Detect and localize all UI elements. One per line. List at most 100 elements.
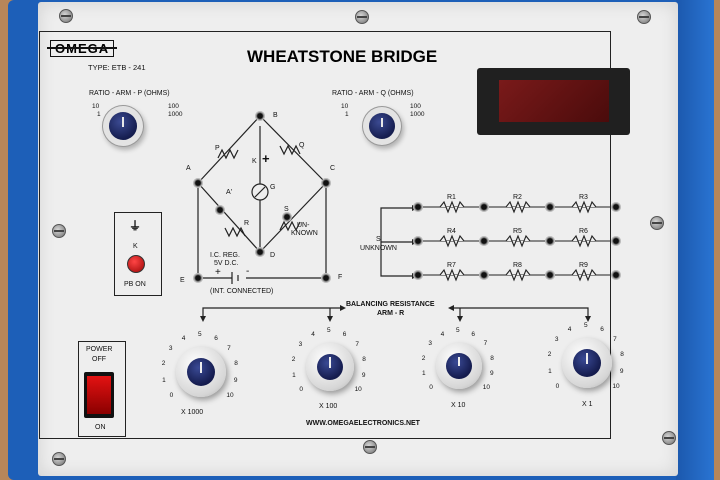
ratio-q-opt-1: 1 [345, 111, 349, 118]
supply-label-1: I.C. REG. [210, 252, 240, 259]
resistor-terminal[interactable] [413, 270, 423, 280]
resistor-label-r6: R6 [579, 228, 588, 235]
resistor-terminal[interactable] [611, 202, 621, 212]
dial-multiplier-label: X 1000 [181, 409, 204, 416]
dial-scale-mark: 2 [291, 355, 296, 363]
dial-scale-mark: 4 [181, 334, 186, 342]
resistor-label-r3: R3 [579, 194, 588, 201]
dial-scale-mark: 0 [555, 382, 560, 390]
unknown-label-2: KNOWN [291, 230, 318, 237]
page-title: WHEATSTONE BRIDGE [247, 47, 438, 66]
dial-scale-mark: 8 [490, 354, 494, 362]
dial-scale-mark: 1 [162, 376, 166, 384]
push-button-k[interactable] [127, 255, 145, 273]
resistor-terminal[interactable] [611, 236, 621, 246]
node-label-d: D [270, 252, 276, 259]
arm-label-q: Q [299, 142, 305, 149]
ratio-p-knob[interactable] [109, 112, 137, 140]
ratio-p-label: RATIO - ARM - P (OHMS) [89, 90, 170, 97]
dial-scale-mark: 0 [429, 384, 433, 392]
resistor-terminal[interactable] [545, 202, 555, 212]
decade-dial-4[interactable] [562, 338, 612, 388]
panel-screw [662, 431, 676, 445]
dial-scale-mark: 8 [620, 351, 624, 359]
pb-on-label: PB ON [124, 281, 146, 288]
dial-scale-mark: 7 [227, 345, 231, 353]
terminal-f[interactable] [321, 273, 331, 283]
power-switch[interactable] [84, 372, 114, 418]
dial-multiplier-label: X 100 [319, 403, 338, 410]
panel-screw [52, 224, 66, 238]
dial-scale-mark: 10 [226, 391, 234, 399]
dial-scale-mark: 0 [169, 391, 174, 399]
dial-scale-mark: 5 [584, 322, 588, 329]
resistor-terminal[interactable] [479, 236, 489, 246]
dial-multiplier-label: X 10 [451, 402, 466, 409]
ratio-q-knob[interactable] [369, 113, 395, 139]
supply-minus: - [246, 266, 250, 277]
node-label-k: K [252, 158, 257, 165]
terminal-a-prime[interactable] [215, 205, 225, 215]
terminal-a[interactable] [193, 178, 203, 188]
balancing-label-2: ARM - R [377, 310, 405, 317]
dial-scale-mark: 3 [168, 345, 173, 353]
ratio-p-opt-10: 10 [92, 103, 100, 110]
unknown-label: UNKNOWN [360, 245, 397, 252]
dial-scale-mark: 5 [456, 327, 460, 334]
dial-scale-mark: 3 [554, 336, 559, 344]
panel-screw [355, 10, 369, 24]
node-label-a: A [186, 165, 191, 172]
pb-k-label: K [133, 243, 138, 250]
k-plus-sign: + [262, 151, 270, 166]
supply-plus: + [215, 267, 221, 278]
dial-scale-mark: 10 [482, 384, 491, 392]
display-window [499, 80, 609, 122]
resistor-terminal[interactable] [479, 202, 489, 212]
decade-dial-2[interactable] [306, 343, 354, 391]
resistor-terminal[interactable] [611, 270, 621, 280]
ground-icon: ⏚ [129, 219, 142, 233]
resistor-label-r7: R7 [447, 262, 456, 269]
dial-scale-mark: 5 [327, 327, 331, 334]
node-label-c: C [330, 165, 336, 172]
resistor-terminal[interactable] [479, 270, 489, 280]
resistor-terminal[interactable] [413, 202, 423, 212]
terminal-c[interactable] [321, 178, 331, 188]
int-connected-label: (INT. CONNECTED) [210, 288, 274, 295]
decade-dial-1[interactable] [176, 347, 226, 397]
dial-scale-mark: 1 [292, 371, 296, 379]
dial-scale-mark: 1 [422, 370, 426, 378]
resistor-label-r4: R4 [447, 228, 456, 235]
dial-scale-mark: 1 [548, 367, 552, 375]
arm-label-p: P [215, 145, 220, 152]
digital-display [477, 68, 630, 135]
dial-scale-mark: 9 [489, 370, 494, 378]
dial-multiplier-label: X 1 [582, 401, 593, 408]
dial-scale-mark: 2 [161, 360, 166, 368]
resistor-label-r1: R1 [447, 194, 456, 201]
balancing-label-1: BALANCING RESISTANCE [346, 301, 435, 308]
dial-scale-mark: 6 [214, 334, 218, 342]
resistor-label-r5: R5 [513, 228, 522, 235]
terminal-b[interactable] [255, 111, 265, 121]
resistor-terminal[interactable] [545, 236, 555, 246]
resistor-label-r2: R2 [513, 194, 522, 201]
resistor-terminal[interactable] [413, 236, 423, 246]
terminal-d[interactable] [255, 247, 265, 257]
push-button-panel: ⏚ K PB ON [114, 212, 162, 296]
dial-scale-mark: 9 [619, 367, 624, 375]
dial-scale-mark: 10 [612, 382, 620, 390]
dial-scale-mark: 7 [483, 340, 488, 348]
terminal-s[interactable] [282, 212, 292, 222]
dial-scale-mark: 3 [428, 340, 433, 348]
decade-dial-3[interactable] [436, 343, 482, 389]
ratio-q-opt-1000: 1000 [410, 111, 425, 118]
ratio-q-opt-10: 10 [341, 103, 349, 110]
resistor-terminal[interactable] [545, 270, 555, 280]
terminal-e[interactable] [193, 273, 203, 283]
node-label-g: G [270, 184, 276, 191]
dial-scale-mark: 8 [234, 360, 238, 368]
website-label: WWW.OMEGAELECTRONICS.NET [306, 420, 420, 427]
power-panel: POWER OFF ON [78, 341, 126, 437]
